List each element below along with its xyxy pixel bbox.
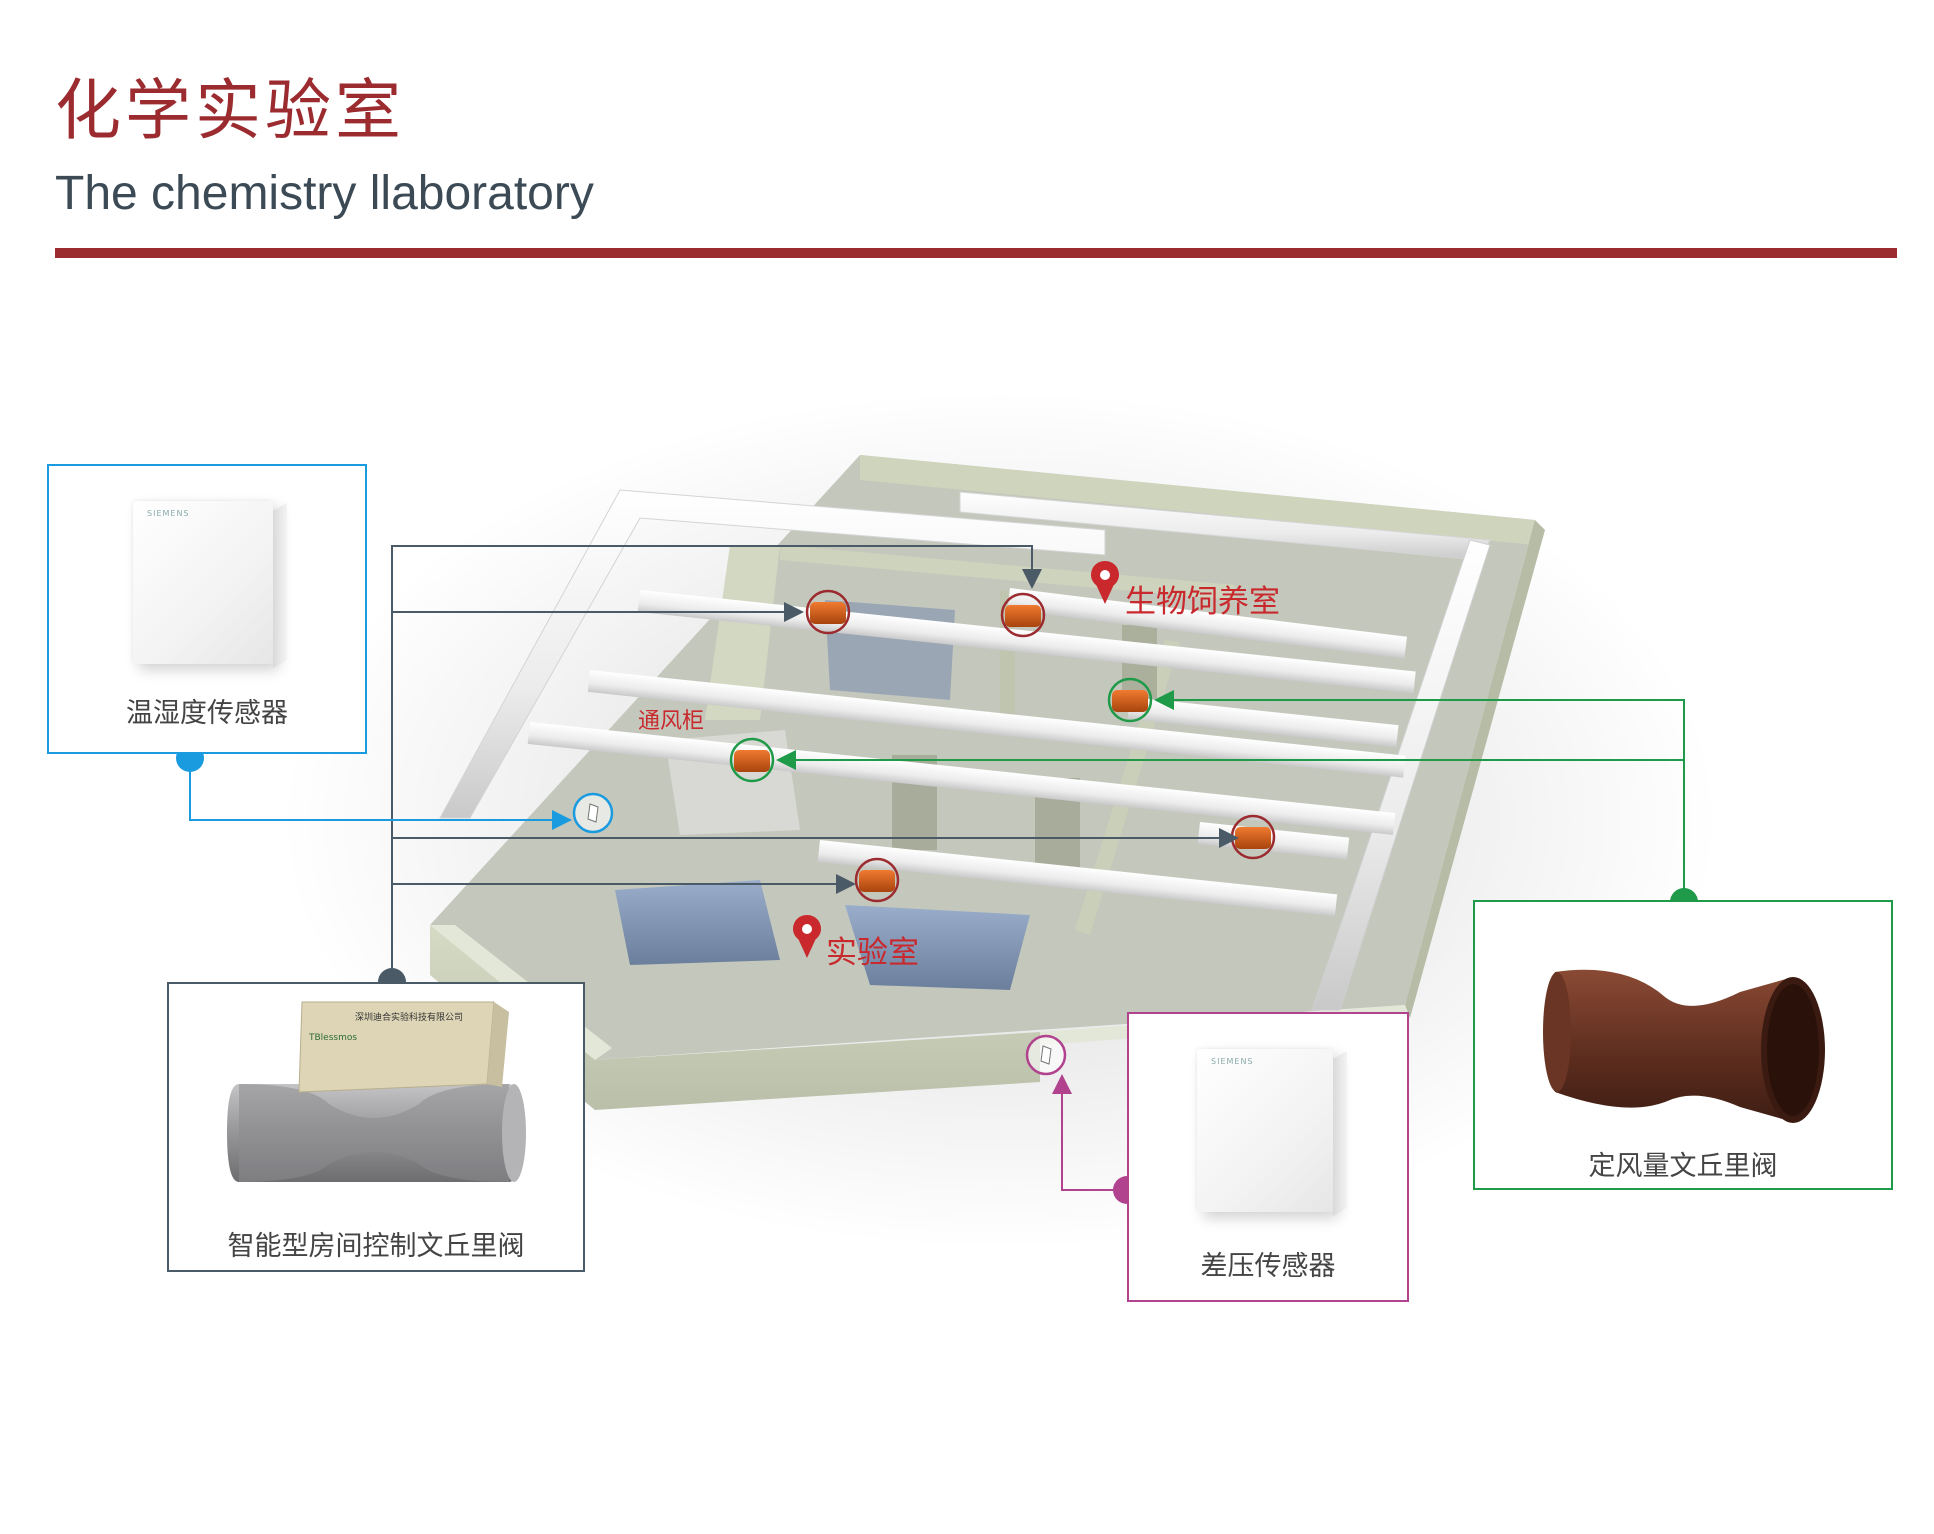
room-valve-image: 深圳迪合实验科技有限公司 TBlessmos <box>227 1001 526 1182</box>
connector-temp <box>189 758 572 830</box>
title-divider <box>55 248 1897 258</box>
partition-wall-left <box>705 545 780 720</box>
connector-cav-valve <box>776 690 1685 902</box>
page-title: 化学实验室 <box>55 72 405 149</box>
location-pin-icon <box>1094 580 1116 604</box>
connector-room-valve <box>391 545 1239 982</box>
partition-wall-back <box>780 545 1235 600</box>
svg-text:TBlessmos: TBlessmos <box>308 1033 357 1043</box>
room-label-text: 生物饲养室 <box>1125 584 1280 620</box>
svg-text:深圳迪合实验科技有限公司: 深圳迪合实验科技有限公司 <box>355 1011 463 1023</box>
card-label: 差压传感器 <box>1200 1251 1336 1282</box>
lab-bench <box>845 905 1030 990</box>
temp-sensor-marker <box>572 792 614 834</box>
card-cav-valve: 定风量文丘里阀 <box>1473 900 1893 1190</box>
fume-hood-label: 通风柜 <box>638 709 704 734</box>
card-temp-humidity-sensor: SIEMENS 温湿度传感器 <box>47 464 367 754</box>
card-room-control-valve: 深圳迪合实验科技有限公司 TBlessmos 智能型房间控制文丘里阀 <box>167 982 585 1272</box>
connector-pressure <box>1052 1074 1127 1191</box>
valve-markers <box>729 589 1276 903</box>
card-pressure-sensor: SIEMENS 差压传感器 <box>1127 1012 1409 1302</box>
card-label: 定风量文丘里阀 <box>1588 1151 1778 1182</box>
card-label: 智能型房间控制文丘里阀 <box>227 1231 525 1262</box>
brand-logo: SIEMENS <box>1211 1057 1254 1066</box>
pressure-sensor-marker <box>1025 1034 1067 1076</box>
sensor-device-image: SIEMENS <box>133 501 273 664</box>
room-label-animal: 生物饲养室 <box>1091 561 1280 620</box>
sensor-device-image: SIEMENS <box>1197 1049 1333 1212</box>
page-subtitle: The chemistry llaboratory <box>55 167 594 220</box>
back-wall <box>860 455 1535 545</box>
location-pin-icon <box>796 934 818 958</box>
room-label-lab: 实验室 <box>793 915 919 971</box>
brand-logo: SIEMENS <box>147 509 190 518</box>
card-label: 温湿度传感器 <box>126 698 288 729</box>
cav-valve-image <box>1543 969 1825 1123</box>
duct-main <box>439 489 1106 819</box>
right-wall <box>1405 520 1545 1018</box>
room-label-text: 实验室 <box>826 935 919 971</box>
lab-bench <box>615 880 780 965</box>
